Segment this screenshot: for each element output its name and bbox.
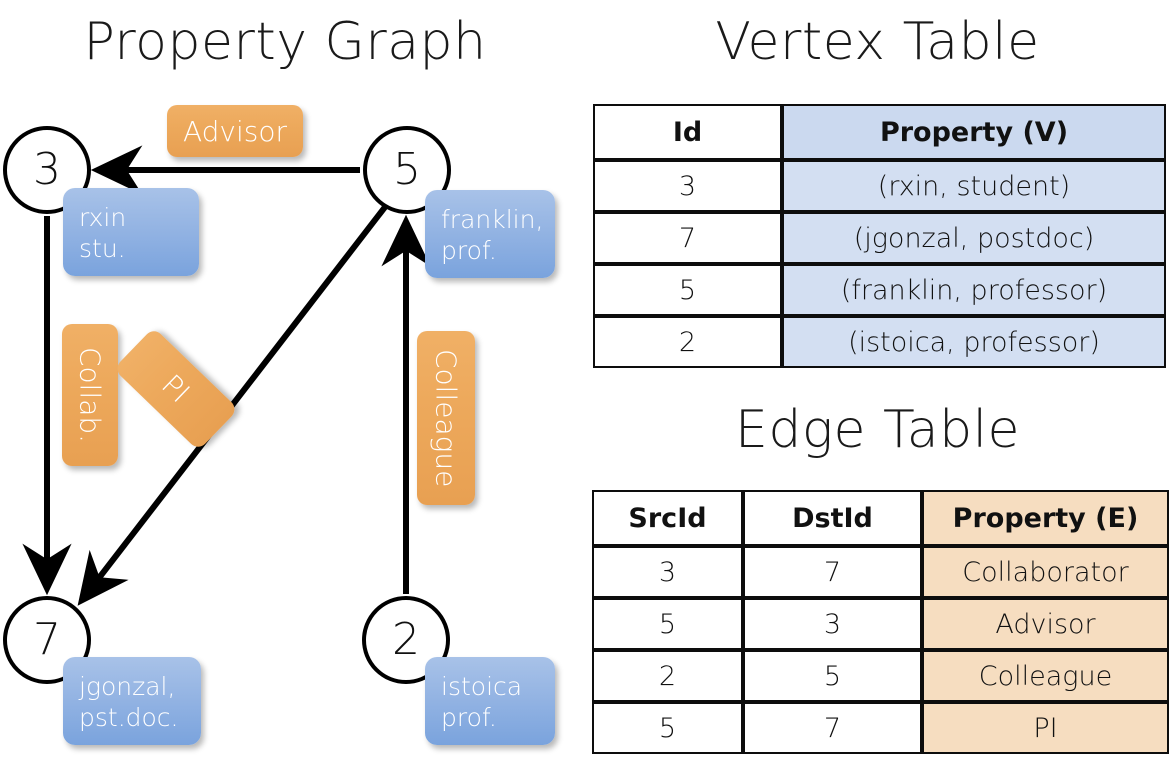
edge-row-2-property: Colleague — [922, 650, 1169, 702]
page-title-property-graph: Property Graph — [83, 12, 487, 72]
node-property-box-2: istoica prof. — [425, 657, 555, 745]
node-property-2-line1: istoica — [441, 672, 523, 701]
edge-row-0-src: 3 — [592, 546, 743, 598]
node-property-box-5: franklin, prof. — [425, 190, 555, 278]
edge-table-header-row: SrcId DstId Property (E) — [592, 490, 1169, 546]
node-property-2-line2: prof. — [441, 703, 497, 732]
node-property-3-line1: rxin — [79, 203, 127, 232]
edge-row-3-dst: 7 — [743, 702, 922, 754]
graph-edge-arrows — [22, 145, 431, 606]
table-row[interactable]: 7 (jgonzal, postdoc) — [593, 212, 1166, 264]
edge-label-colleague: Colleague — [417, 331, 475, 505]
edge-label-collab-text: Collab. — [73, 346, 107, 444]
edge-label-advisor: Advisor — [167, 105, 303, 157]
graph-node-2-label: 2 — [392, 614, 420, 665]
vertex-table-header-row: Id Property (V) — [593, 104, 1166, 160]
edge-row-3-property: PI — [922, 702, 1169, 754]
edge-label-colleague-text: Colleague — [429, 348, 463, 488]
graph-node-3-label: 3 — [33, 144, 61, 195]
vertex-row-1-property: (jgonzal, postdoc) — [782, 212, 1166, 264]
table-row[interactable]: 2 (istoica, professor) — [593, 316, 1166, 368]
node-property-5-line1: franklin, — [441, 205, 544, 234]
vertex-row-0-id: 3 — [593, 160, 782, 212]
graph-node-7-label: 7 — [33, 614, 61, 665]
vertex-row-0-property: (rxin, student) — [782, 160, 1166, 212]
table-row[interactable]: 3 (rxin, student) — [593, 160, 1166, 212]
vertex-row-3-property: (istoica, professor) — [782, 316, 1166, 368]
node-property-box-3: rxin stu. — [63, 188, 199, 276]
edge-row-1-property: Advisor — [922, 598, 1169, 650]
table-row[interactable]: 3 7 Collaborator — [592, 546, 1169, 598]
node-property-3-line2: stu. — [79, 234, 126, 263]
edge-row-2-dst: 5 — [743, 650, 922, 702]
table-row[interactable]: 5 (franklin, professor) — [593, 264, 1166, 316]
vertex-table: Id Property (V) 3 (rxin, student) 7 (jgo… — [593, 104, 1166, 368]
edge-row-0-property: Collaborator — [922, 546, 1169, 598]
node-property-box-7: jgonzal, pst.doc. — [63, 657, 201, 745]
edge-label-collab: Collab. — [62, 324, 118, 466]
edge-row-0-dst: 7 — [743, 546, 922, 598]
node-property-5-line2: prof. — [441, 236, 497, 265]
graph-node-2[interactable]: 2 — [362, 596, 450, 684]
vertex-table-header-property: Property (V) — [782, 104, 1166, 160]
edge-arrow-5-to-7 — [77, 205, 388, 606]
edge-row-2-src: 2 — [592, 650, 743, 702]
edge-table: SrcId DstId Property (E) 3 7 Collaborato… — [592, 490, 1169, 754]
table-row[interactable]: 5 3 Advisor — [592, 598, 1169, 650]
page-title-vertex-table: Vertex Table — [715, 12, 1040, 72]
edge-label-advisor-text: Advisor — [182, 114, 287, 148]
edge-table-header-property: Property (E) — [922, 490, 1169, 546]
edge-row-1-src: 5 — [592, 598, 743, 650]
node-property-7-line1: jgonzal, — [79, 672, 176, 701]
edge-row-1-dst: 3 — [743, 598, 922, 650]
vertex-row-3-id: 2 — [593, 316, 782, 368]
graph-node-5[interactable]: 5 — [363, 126, 451, 214]
table-row[interactable]: 2 5 Colleague — [592, 650, 1169, 702]
edge-table-header-dstid: DstId — [743, 490, 922, 546]
vertex-row-2-property: (franklin, professor) — [782, 264, 1166, 316]
edge-row-3-src: 5 — [592, 702, 743, 754]
page-title-edge-table: Edge Table — [734, 400, 1021, 460]
vertex-row-1-id: 7 — [593, 212, 782, 264]
graph-node-5-label: 5 — [393, 144, 421, 195]
vertex-table-header-id: Id — [593, 104, 782, 160]
property-graph-panel: Property Graph 3 5 7 2 rxin stu. frankli… — [3, 12, 555, 745]
edge-label-pi-text: PI — [155, 368, 197, 410]
edge-table-header-srcid: SrcId — [592, 490, 743, 546]
table-row[interactable]: 5 7 PI — [592, 702, 1169, 754]
vertex-row-2-id: 5 — [593, 264, 782, 316]
node-property-7-line2: pst.doc. — [79, 703, 179, 732]
